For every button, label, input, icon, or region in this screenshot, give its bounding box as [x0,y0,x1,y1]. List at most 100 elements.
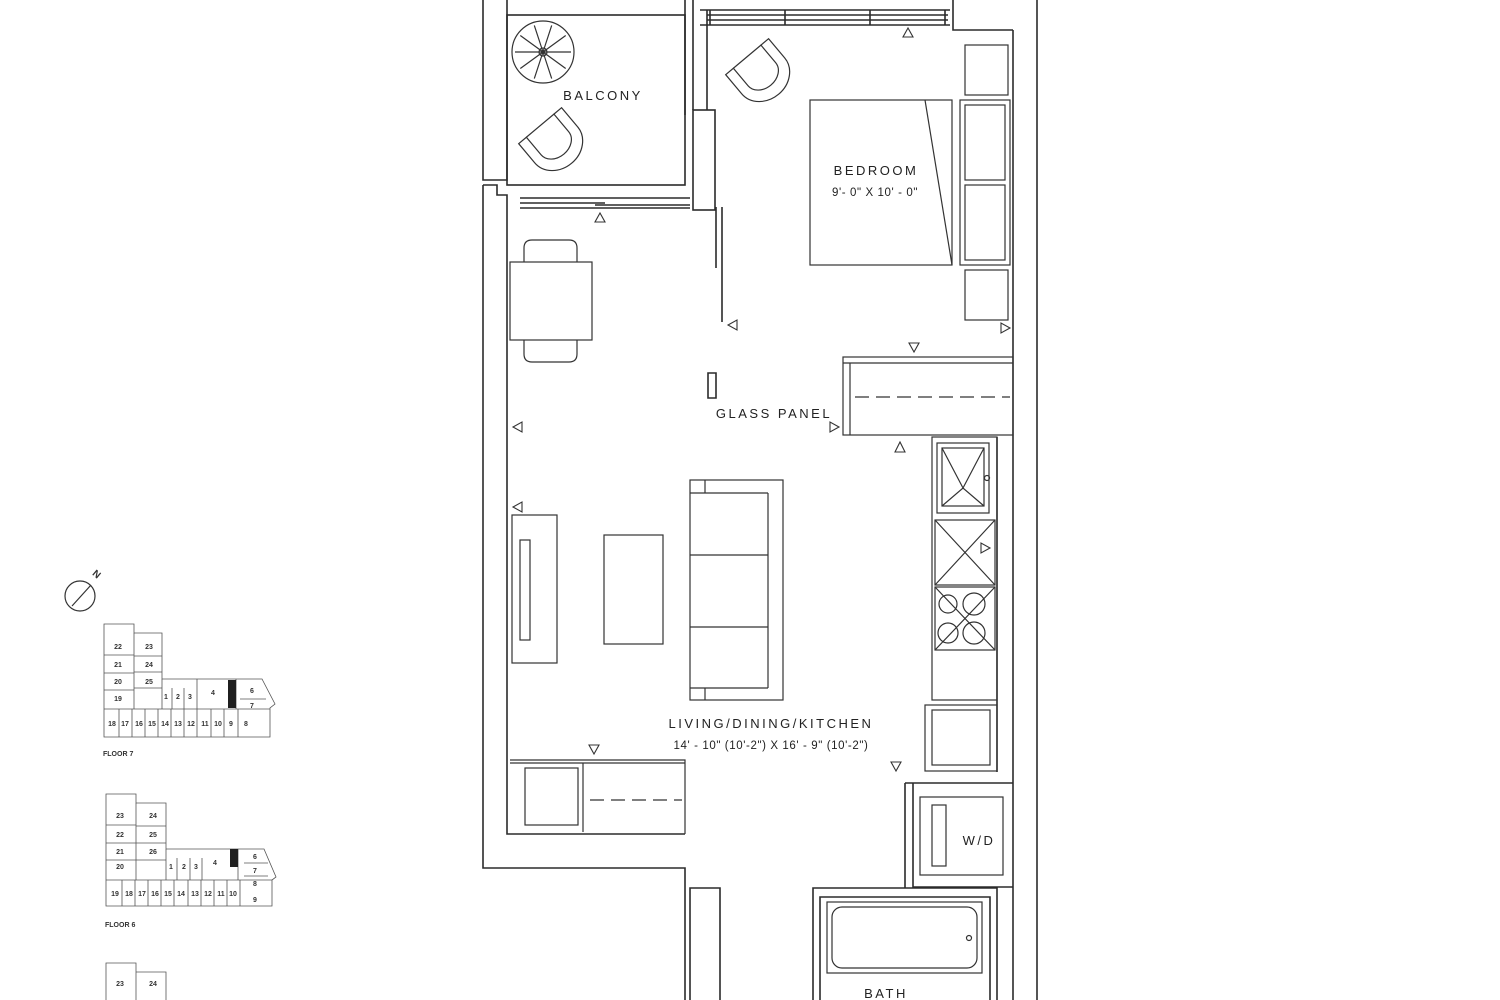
balcony-plant [511,20,575,84]
view-arrow-marker [980,542,992,554]
key-plan-floor-label: FLOOR 6 [105,922,135,929]
entry-closet [842,356,1014,436]
sofa-cushions [690,554,768,628]
armchair-shell [724,37,791,103]
bathtub [826,901,983,974]
key-plan-unit-number: 4 [211,690,215,697]
view-arrow-marker [511,421,523,433]
balcony-armchair [517,106,584,172]
key-plan-unit-number: 19 [114,696,122,703]
armchair-seat-edge [525,113,555,138]
closet-inner-line [843,362,1013,435]
nightstand-bottom [964,269,1009,321]
bedroom-dimensions: 9'- 0" X 10' - 0" [832,187,918,199]
bed-sheet-fold [924,99,953,266]
key-plan-unit-number: 23 [145,644,153,651]
dining-set [509,239,593,363]
key-plan-unit-number: 23 [116,813,124,820]
key-plan-unit-number: 14 [177,891,185,898]
bath-wall-inner [819,896,991,1000]
key-plan-unit-number: 17 [138,891,146,898]
key-plan-unit-number: 10 [214,721,222,728]
closet-cabinet [524,767,579,826]
key-plan-unit-number: 21 [114,662,122,669]
view-arrow-marker [894,440,906,453]
key-plan-unit-number: 9 [253,897,257,904]
left-exterior-wall-outer [482,185,686,1000]
balcony-side-wall [482,0,508,181]
dishwasher-cross [934,519,996,586]
tv-console [511,514,558,664]
bedroom-wall-stub [692,109,716,211]
key-plan-unit-number: 6 [253,854,257,861]
key-plan-unit-number: 20 [114,679,122,686]
laundry-closet-wall [904,782,1013,888]
key-plan-unit-number: 24 [149,813,157,820]
washer-dryer-door [931,804,947,867]
glass-panel [707,372,717,399]
key-plan-unit-number: 25 [149,832,157,839]
balcony-bedroom-wall [684,0,708,115]
drain-icon [965,934,973,942]
washer-dryer-unit [919,796,1004,876]
sink-slope-lines [941,447,985,507]
dining-chair-top [523,239,578,262]
kitchen-counter [931,436,998,701]
kitchen [924,436,998,772]
dishwasher [934,519,996,586]
balcony-label: BALCONY [563,88,643,103]
closet-outline [510,759,686,834]
key-plan-unit-number: 8 [253,881,257,888]
key-plan-unit-number: 22 [116,832,124,839]
key-plan-unit-number: 21 [116,849,124,856]
closet-outline [959,99,1011,266]
cooktop-cross [934,586,996,651]
key-plan-unit-number: 13 [191,891,199,898]
key-plan-unit-number: 2 [176,694,180,701]
view-arrow-marker [588,744,600,756]
view-arrow-marker [594,211,606,223]
plant-branches [515,25,571,79]
key-plan-unit-grid [104,633,270,737]
view-arrow-marker [908,342,920,354]
plant-canopy [511,20,575,84]
armchair-shell [517,106,584,172]
bathtub-basin [831,906,978,969]
key-plan-unit-number: 7 [250,703,254,710]
tv [519,539,531,641]
nightstand-top [964,44,1009,96]
burner-icon [938,594,958,614]
balcony-sliding-door [520,197,690,209]
key-plan-unit-number: 8 [244,721,248,728]
key-plan-unit-number: 3 [194,864,198,871]
cooktop [934,586,996,651]
key-plan-unit-number: 1 [169,864,173,871]
key-plan-unit-number: 14 [161,721,169,728]
key-plan-unit-number: 22 [114,644,122,651]
key-plan-unit-number: 24 [145,662,153,669]
key-plan-unit-number: 2 [182,864,186,871]
key-plan-unit-number: 18 [108,721,116,728]
key-plan-unit-number: 20 [116,864,124,871]
corridor-door-frame [689,887,721,1000]
bath-label: BATH [864,986,908,1000]
key-plan-unit-number: 13 [174,721,182,728]
key-plan-unit-number: 15 [148,721,156,728]
view-arrow-marker [511,501,523,513]
burner-icon [962,621,986,645]
key-plan-unit-number: 1 [164,694,168,701]
view-arrow-marker [829,421,841,433]
key-plan-unit-number: 16 [151,891,159,898]
dining-chair-bottom [523,340,578,363]
closet-door-lower [964,184,1006,261]
key-plan-unit-number: 15 [164,891,172,898]
key-plan-unit-number: 3 [188,694,192,701]
compass-needle [71,584,92,607]
view-arrow-marker [726,319,738,331]
faucet-icon [983,474,991,482]
top-right-wall [952,0,1013,31]
